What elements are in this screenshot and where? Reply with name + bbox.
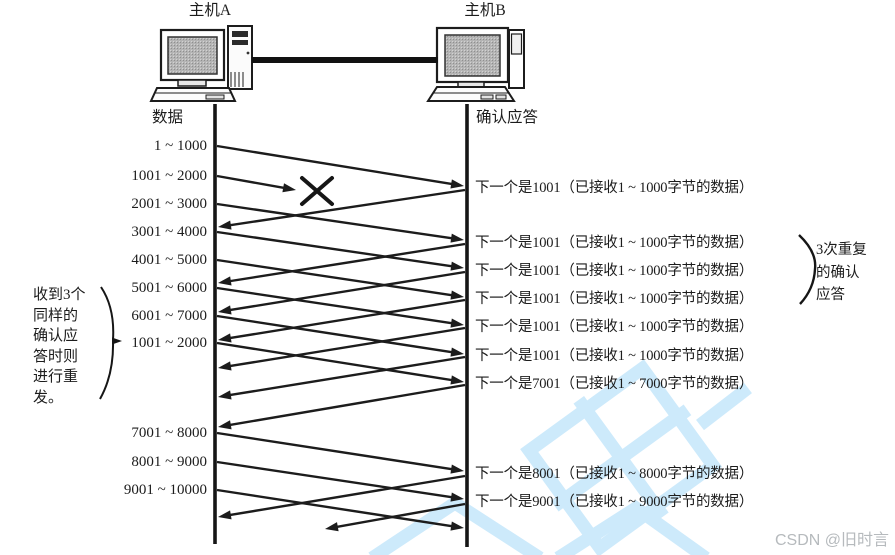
ack-label-duplicate: 下一个是1001（已接收1 ~ 1000字节的数据） (475, 235, 754, 251)
dup-ack-note-line: 3次重复 (816, 242, 867, 258)
host-a-monitor-base (177, 79, 207, 87)
ack-label-duplicate: 下一个是1001（已接收1 ~ 1000字节的数据） (475, 263, 754, 279)
packet-loss-x-mark (300, 176, 334, 206)
data-segment-arrow (216, 202, 464, 243)
segment-label: 2001 ~ 3000 (131, 196, 207, 212)
host-b-label: 主机B (464, 2, 506, 19)
retransmit-note-line: 发。 (33, 389, 64, 406)
host-a-computer-icon (149, 25, 253, 102)
ack-label: 下一个是8001（已接收1 ~ 8000字节的数据） (475, 466, 754, 482)
host-b-computer-icon (426, 26, 525, 102)
dup-ack-note-line: 的确认 (816, 264, 860, 281)
host-a-label: 主机A (188, 2, 232, 19)
data-segment-arrow (216, 144, 464, 189)
ack-label: 下一个是1001（已接收1 ~ 1000字节的数据） (475, 180, 754, 196)
csdn-watermark-text: CSDN @旧时言 (774, 532, 889, 549)
message-arrows (216, 144, 466, 532)
retransmit-segment-arrow (216, 341, 464, 385)
dup-ack-note: 3次重复的确认应答 (816, 239, 867, 307)
segment-label: 1001 ~ 2000 (131, 168, 207, 184)
segment-label: 8001 ~ 9000 (131, 454, 207, 470)
segment-label: 9001 ~ 10000 (123, 482, 207, 498)
data-segment-arrow (216, 488, 464, 531)
ack-label: 下一个是1001（已接收1 ~ 1000字节的数据） (475, 348, 754, 364)
data-segment-arrow (216, 460, 464, 502)
ack-arrow (218, 355, 466, 400)
segment-label: 4001 ~ 5000 (131, 252, 207, 268)
ack-arrow (325, 502, 466, 532)
retransmit-note-line: 进行重 (33, 369, 79, 386)
dup-ack-brace (798, 234, 817, 305)
retransmit-note: 收到3个同样的确认应答时则进行重发。 (33, 285, 86, 409)
dup-ack-note-line: 应答 (816, 287, 845, 303)
data-segment-arrow (216, 230, 464, 271)
ack-arrow (218, 188, 466, 230)
ack-label: 下一个是7001（已接收1 ~ 7000字节的数据） (475, 376, 754, 392)
ack-arrow (218, 242, 466, 286)
data-segment-arrow (216, 431, 464, 474)
lost-segment-arrow (216, 174, 296, 193)
data-segment-arrow (216, 286, 464, 328)
data-column-header: 数据 (152, 109, 184, 126)
segment-label: 6001 ~ 7000 (131, 308, 207, 324)
host-a-floppy-slot (232, 31, 248, 37)
segment-label: 1 ~ 1000 (153, 138, 207, 154)
data-segment-arrow (216, 314, 464, 357)
retransmit-note-line: 同样的 (33, 307, 79, 324)
ack-label: 下一个是1001（已接收1 ~ 1000字节的数据） (475, 319, 754, 335)
ack-column-header: 确认应答 (476, 109, 539, 126)
ack-label: 下一个是9001（已接收1 ~ 9000字节的数据） (475, 494, 754, 510)
ack-arrow (218, 383, 466, 430)
retransmit-note-arc (99, 286, 122, 400)
segment-label: 3001 ~ 4000 (131, 224, 207, 240)
ack-arrow (218, 326, 466, 371)
ack-arrow (218, 298, 466, 343)
ack-arrow (218, 474, 466, 520)
csdn-watermark-graphic (368, 359, 752, 555)
ack-arrow (218, 270, 466, 315)
retransmit-note-line: 收到3个 (33, 287, 86, 303)
segment-label: 7001 ~ 8000 (131, 425, 207, 441)
host-b-screen (444, 34, 501, 77)
retransmit-note-line: 答时则 (33, 348, 79, 365)
data-segment-arrow (216, 258, 464, 300)
segment-label-retransmit: 1001 ~ 2000 (131, 335, 207, 351)
segment-label: 5001 ~ 6000 (131, 280, 207, 296)
host-a-screen (167, 36, 218, 75)
retransmit-note-line: 确认应 (33, 328, 79, 345)
ack-label-duplicate: 下一个是1001（已接收1 ~ 1000字节的数据） (475, 291, 754, 307)
